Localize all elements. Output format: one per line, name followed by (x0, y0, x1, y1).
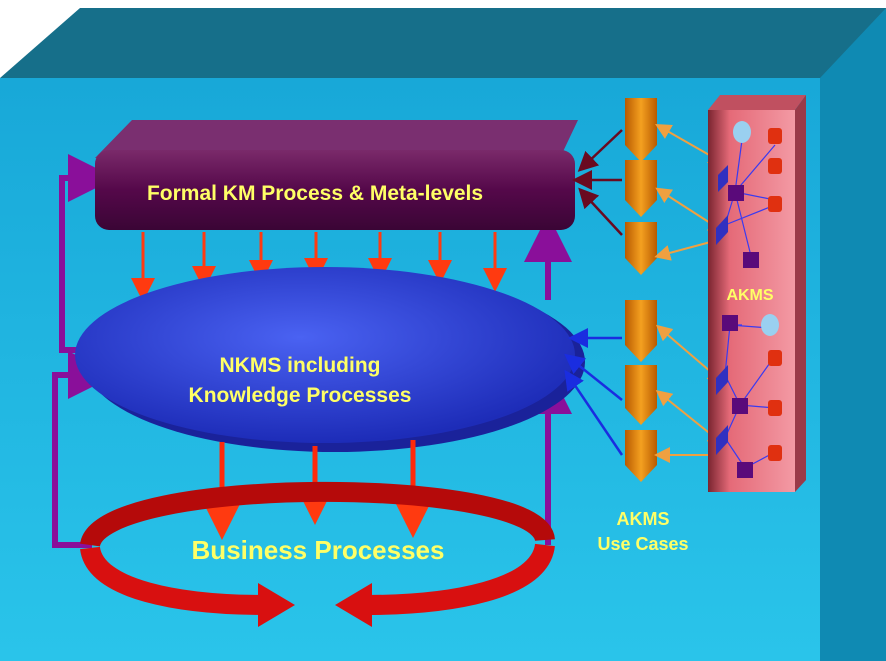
akms-storage-node-4 (768, 350, 782, 366)
akms-tower: AKMS (708, 95, 806, 492)
nkms-ellipse (75, 267, 575, 443)
use-cases-label-line2: Use Cases (597, 534, 688, 554)
akms-processor-node-4 (743, 252, 759, 268)
akms-tower-label: AKMS (726, 287, 773, 304)
ring-bottom-right-arc (364, 542, 555, 615)
akms-storage-node-6 (768, 445, 782, 461)
blue-arrow-3 (564, 369, 624, 456)
formal-km-process-box: Formal KM Process & Meta-levels (95, 120, 578, 230)
akms-processor-node-5 (722, 315, 738, 331)
akms-db-node-2 (761, 314, 779, 336)
use-case-chevron-6 (625, 430, 657, 482)
maroon-arrow-1 (577, 129, 623, 172)
ring-arrowhead-right (335, 583, 372, 627)
formal-km-box-top (95, 120, 578, 158)
blue-arrow-2 (564, 353, 623, 401)
akms-processor-node-2 (728, 185, 744, 201)
akms-nodes (716, 121, 782, 478)
akms-processor-node-8 (716, 425, 728, 455)
akms-db-node-1 (733, 121, 751, 143)
use-case-chevron-4 (625, 300, 657, 362)
ring-arrowhead-left (258, 583, 295, 627)
cube-side-face (820, 8, 886, 661)
akms-processor-node-3 (716, 215, 728, 245)
akms-storage-node-1 (768, 128, 782, 144)
formal-km-box-front (95, 150, 575, 230)
use-cases-label-line1: AKMS (617, 509, 670, 529)
use-case-chevron-1 (625, 98, 657, 162)
use-case-chevron-3 (625, 222, 657, 275)
cube-top-face (0, 8, 886, 78)
nkms-label-line1: NKMS including (220, 354, 381, 377)
akms-processor-node-7 (732, 398, 748, 414)
maroon-arrow-3 (578, 187, 623, 236)
left-outer-loop-arrow (52, 351, 116, 548)
use-case-to-nkms-arrows (564, 328, 624, 456)
use-case-chevron-2 (625, 160, 657, 217)
ring-bottom-left-arc (80, 545, 266, 615)
nkms-label-line2: Knowledge Processes (189, 384, 412, 407)
ring-top-arc (80, 481, 555, 549)
nkms-ellipse-group: NKMS including Knowledge Processes (75, 267, 585, 452)
akms-storage-node-5 (768, 400, 782, 416)
downward-flow-arrows (131, 232, 507, 302)
formal-km-label: Formal KM Process & Meta-levels (147, 182, 483, 205)
use-case-to-formal-arrows (572, 129, 623, 236)
akms-processor-node-6 (716, 365, 728, 395)
business-processes-ring: Business Processes (80, 481, 555, 627)
akms-tower-side (795, 95, 806, 492)
akms-use-case-chevrons: AKMS Use Cases (597, 98, 689, 554)
akms-storage-node-2 (768, 158, 782, 174)
use-case-chevron-5 (625, 365, 657, 425)
akms-tower-top (708, 95, 806, 110)
akms-processor-node-9 (737, 462, 753, 478)
akms-processor-node-1 (718, 165, 728, 192)
business-processes-label: Business Processes (192, 535, 445, 565)
akms-storage-node-3 (768, 196, 782, 212)
